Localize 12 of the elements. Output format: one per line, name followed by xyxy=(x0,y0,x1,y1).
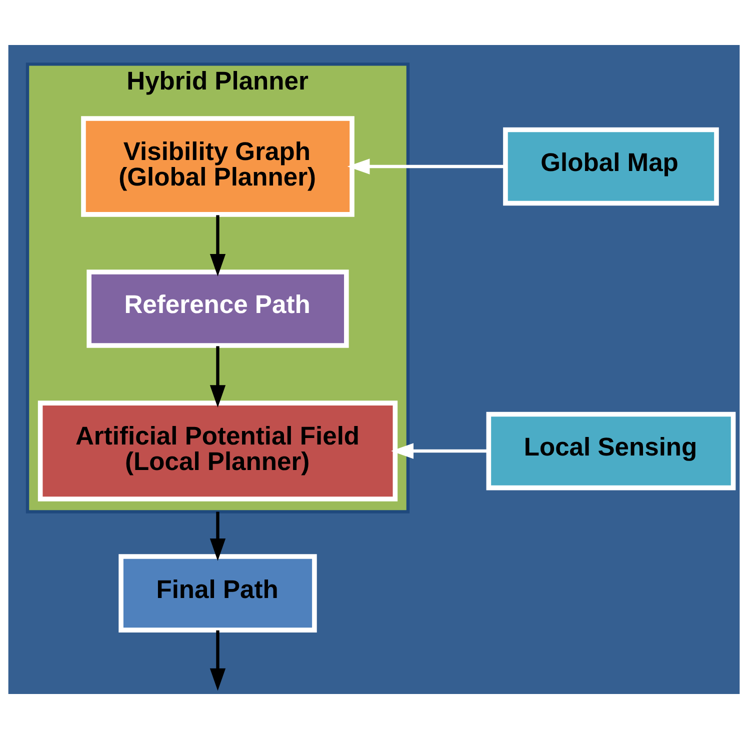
node-box: Reference Path xyxy=(86,269,349,348)
node-box: Local Sensing xyxy=(486,411,736,490)
arrow xyxy=(347,158,506,174)
node-box: Visibility Graph (Global Planner) xyxy=(81,116,354,216)
arrow xyxy=(210,511,226,560)
node-box: Global Map xyxy=(503,126,719,206)
arrow xyxy=(391,442,488,458)
arrow xyxy=(210,346,226,408)
arrow xyxy=(210,214,226,276)
node-box: Final Path xyxy=(118,554,317,632)
node-box: Artificial Potential Field (Local Planner) xyxy=(38,400,398,501)
arrow xyxy=(210,630,226,690)
